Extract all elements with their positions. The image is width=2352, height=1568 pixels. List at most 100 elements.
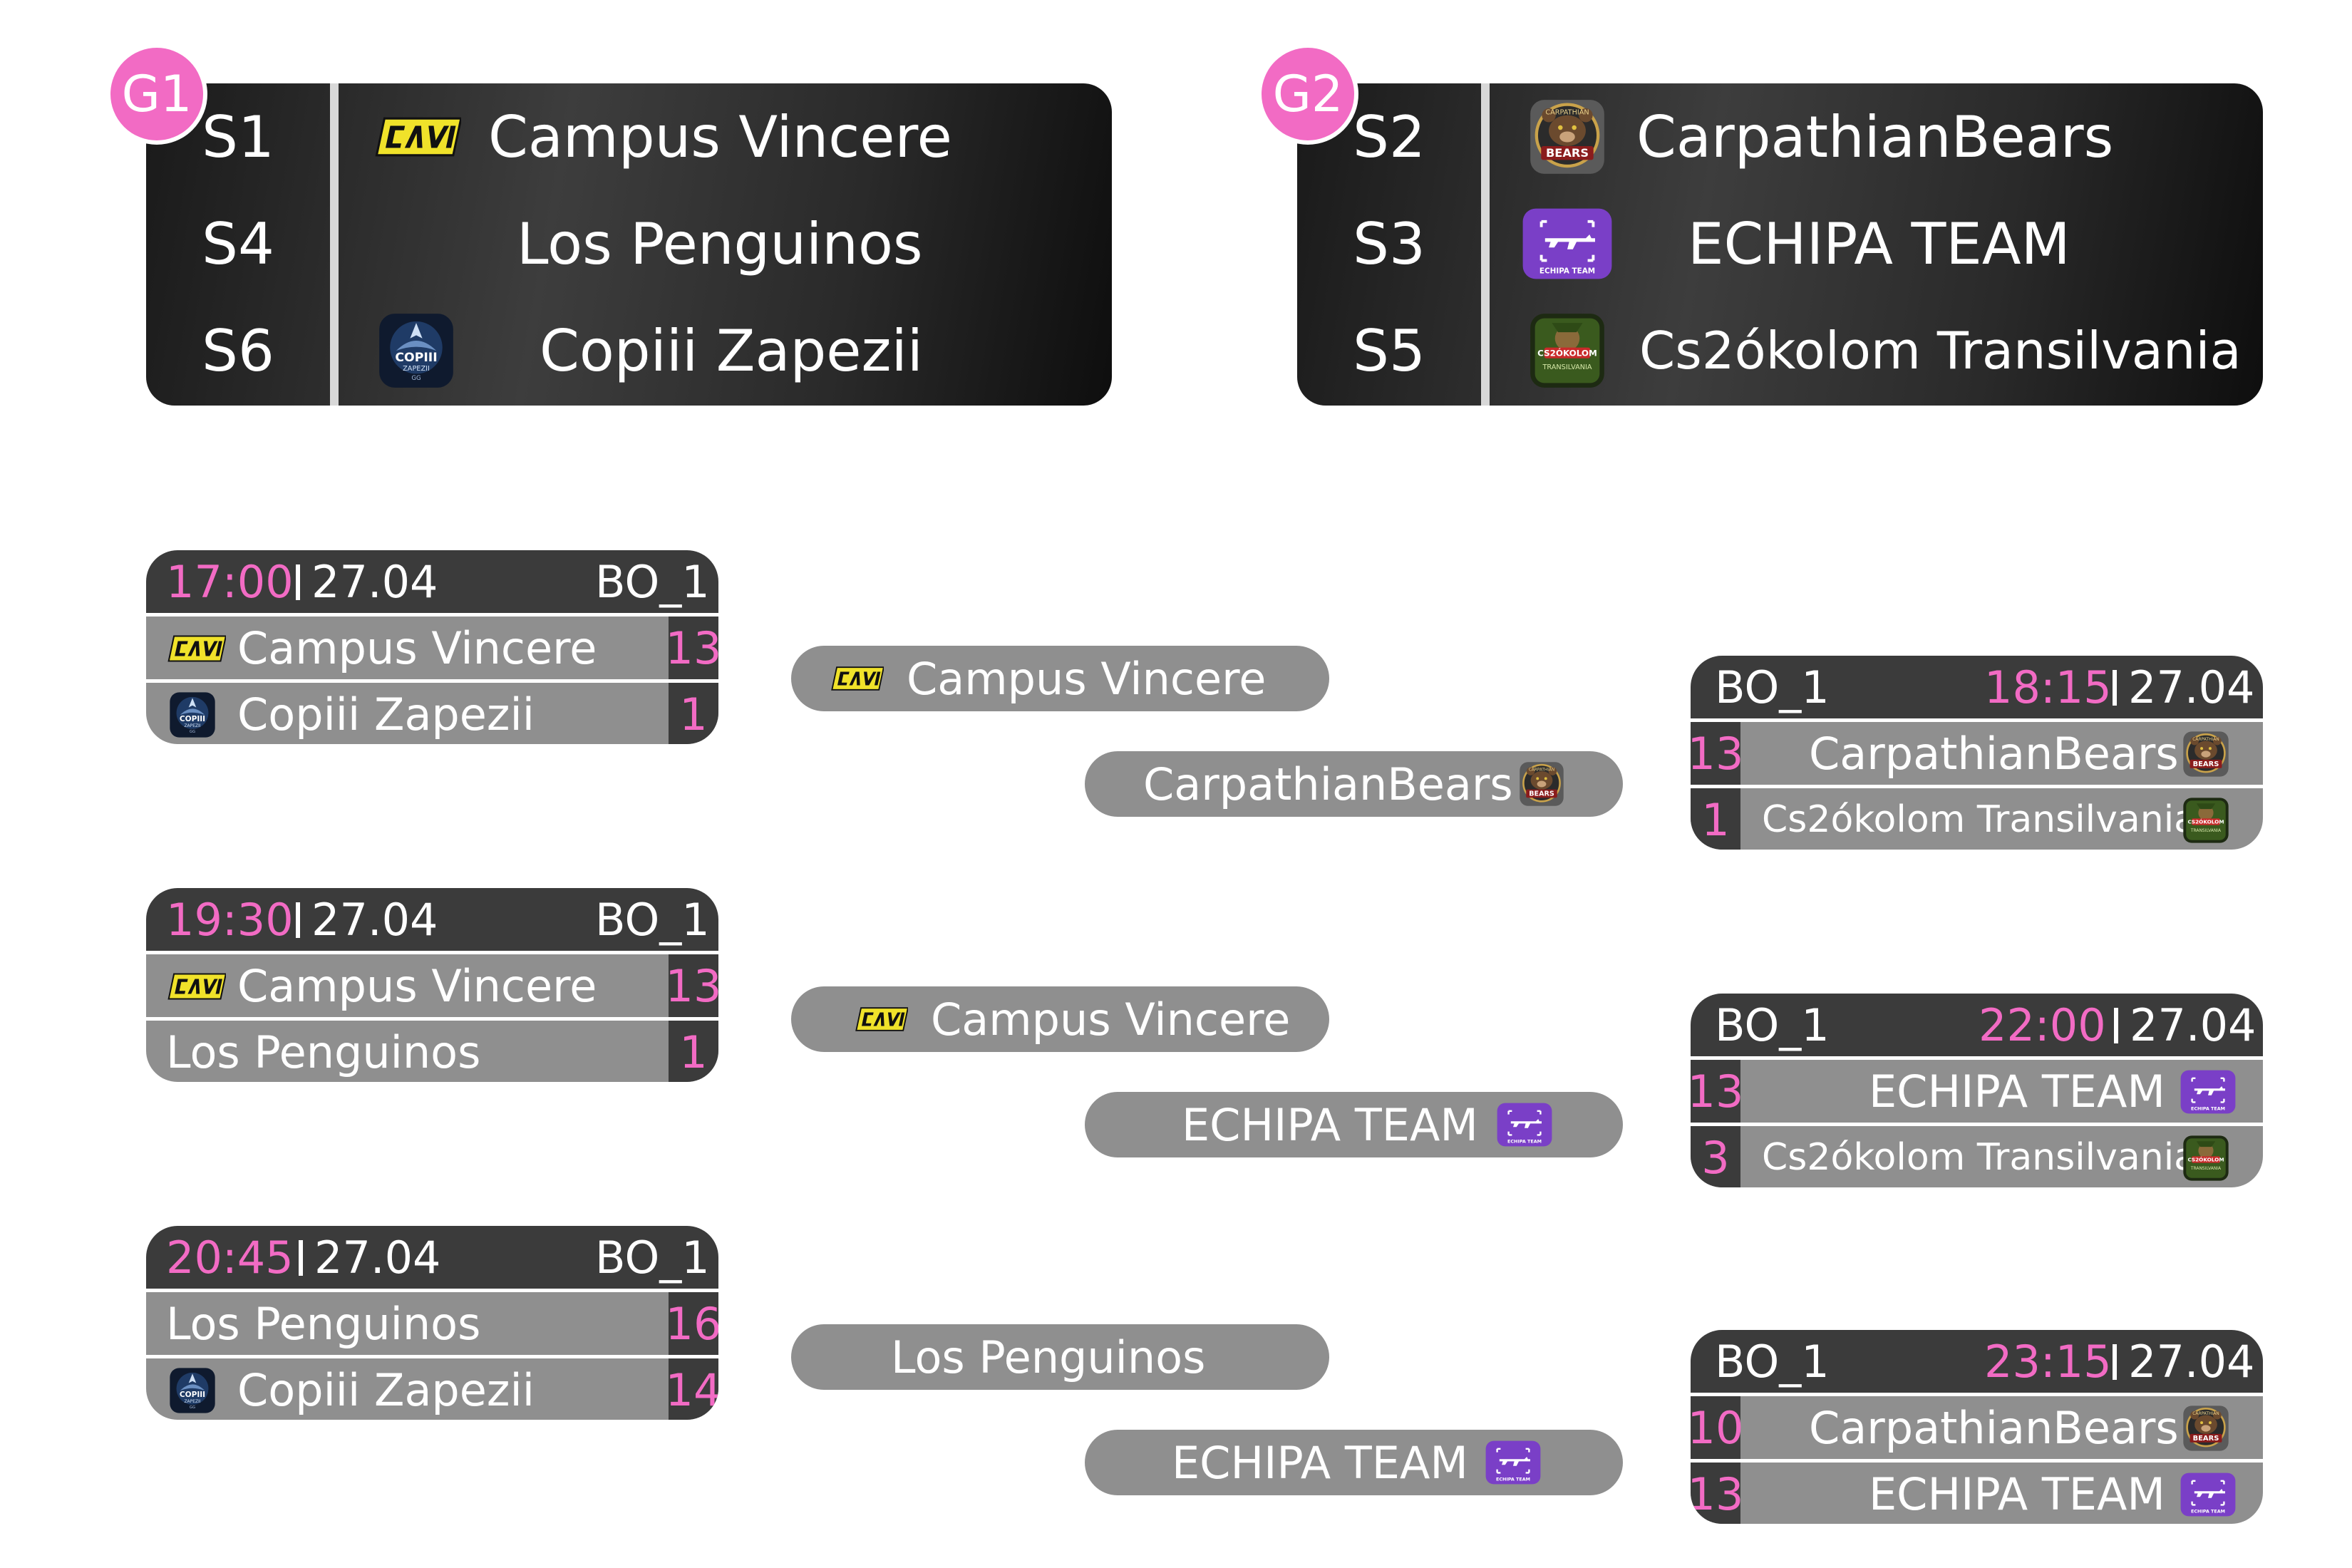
team-name: ECHIPA TEAM [1688,210,2070,277]
svg-text:CARPATHIAN: CARPATHIAN [2192,1411,2219,1416]
team-name: CarpathianBears [1143,758,1513,810]
match-format: BO_1 [1715,1335,1830,1388]
team-row: 13 ECHIPA TEAM ECHIPA TEAM [1691,1060,2263,1123]
team-name: Cs2ókolom Transilvania [1762,1136,2197,1179]
svg-text:COPIII: COPIII [180,1391,205,1399]
group-badge: G2 [1257,43,1358,145]
echipa-logo-icon: ECHIPA TEAM [2180,1069,2237,1115]
team-name: Cs2ókolom Transilvania [1762,798,2197,841]
row-divider [1691,1123,2263,1126]
svg-text:ECHIPA TEAM: ECHIPA TEAM [1507,1139,1542,1145]
row-divider [1691,1393,2263,1396]
match-date: 27.04 [2130,999,2256,1051]
match-format: BO_1 [595,555,710,608]
team-row: 3 Cs2ókolom Transilvania CS2ÓKOLOM TRANS… [1691,1126,2263,1187]
team-name: Los Penguinos [517,210,923,277]
group-panel-bg: S2 CARPATHIAN BEARS CarpathianBears S3 E… [1297,83,2263,406]
svg-text:CARPATHIAN: CARPATHIAN [1529,768,1554,772]
match-card: 19:30 27.04 BO_1 Campus Vincere 13 Los P… [146,888,718,1082]
team-name: ECHIPA TEAM [1182,1098,1478,1151]
group-panel-g2: S2 CARPATHIAN BEARS CarpathianBears S3 E… [1257,43,2263,406]
seed-label: S5 [1353,317,1425,384]
match-format: BO_1 [595,1231,710,1284]
team-row: Los Penguinos 1 [146,1021,718,1082]
match-format: BO_1 [1715,999,1830,1051]
svg-text:ECHIPA TEAM: ECHIPA TEAM [2191,1106,2225,1112]
match-date: 27.04 [311,555,438,608]
team-name: ECHIPA TEAM [1869,1468,2165,1520]
team-score: 1 [669,1021,718,1082]
team-score: 3 [1691,1126,1740,1187]
seed-label: S6 [202,317,274,384]
pairing-right-pill: CarpathianBears CARPATHIAN BEARS [1085,751,1623,817]
team-row: COPIII ZAPEZII GG Copiii Zapezii 14 [146,1358,718,1420]
match-time: 18:15 [1984,661,2112,713]
svg-text:BEARS: BEARS [1546,146,1589,160]
svg-text:TRANSILVANIA: TRANSILVANIA [2190,1166,2222,1171]
team-name: ECHIPA TEAM [1172,1436,1468,1489]
match-date: 27.04 [314,1231,441,1284]
row-divider [146,1289,718,1292]
team-row: Campus Vincere 13 [146,617,718,679]
team-score: 13 [1691,1463,1743,1524]
team-name: Copiii Zapezii [237,1363,535,1416]
svg-text:GG: GG [190,1405,195,1410]
svg-text:ZAPEZII: ZAPEZII [184,723,200,728]
match-card: BO_1 22:00 27.04 13 ECHIPA TEAM ECHIPA T… [1691,994,2263,1187]
group-row: S5 CS2ÓKOLOM TRANSILVANIA Cs2ókolom Tran… [1297,297,2263,404]
navi-logo-icon [166,625,226,672]
svg-text:BEARS: BEARS [2193,1435,2219,1443]
match-date: 27.04 [311,893,438,946]
echipa-logo-icon: ECHIPA TEAM [1492,1102,1557,1147]
team-score: 16 [666,1292,718,1355]
svg-text:GG: GG [411,375,421,382]
match-time: 22:00 [1979,999,2106,1051]
team-name: CarpathianBears [1636,103,2114,170]
group-row: S3 ECHIPA TEAM ECHIPA TEAM [1297,190,2263,297]
team-name: Campus Vincere [237,959,597,1012]
svg-text:ECHIPA TEAM: ECHIPA TEAM [1496,1477,1530,1482]
pairing-right-pill: ECHIPA TEAM ECHIPA TEAM [1085,1430,1623,1495]
team-name: CarpathianBears [1809,727,2179,780]
match-header: BO_1 18:15 27.04 [1691,656,2263,718]
echipa-logo-icon: ECHIPA TEAM [1481,1440,1545,1485]
match-header: 17:00 27.04 BO_1 [146,550,718,613]
pairing-left-pill: Campus Vincere [791,646,1329,711]
echipa-logo-icon: ECHIPA TEAM [2180,1472,2237,1517]
seed-label: S3 [1353,210,1425,277]
pairing-left-pill: Los Penguinos [791,1324,1329,1390]
group-row: S2 CARPATHIAN BEARS CarpathianBears [1297,83,2263,190]
team-name: Los Penguinos [891,1331,1206,1383]
svg-text:BEARS: BEARS [2193,760,2219,768]
copiii-zapezii-logo-icon: COPIII ZAPEZII GG [378,312,455,389]
navi-logo-icon [854,996,908,1042]
match-card: 17:00 27.04 BO_1 Campus Vincere 13 COPII… [146,550,718,744]
bears-logo-icon: CARPATHIAN BEARS [1517,761,1567,807]
team-name: Copiii Zapezii [237,688,535,741]
team-name: Copiii Zapezii [540,317,923,384]
team-row: 1 Cs2ókolom Transilvania CS2ÓKOLOM TRANS… [1691,788,2263,850]
cs2okolom-logo-icon: CS2ÓKOLOM TRANSILVANIA [2182,1135,2229,1182]
team-row: Campus Vincere 13 [146,954,718,1017]
group-panel-bg: S1 Campus Vincere S4 Los Penguinos S6 CO… [146,83,1112,406]
match-time: 20:45 [166,1231,294,1284]
echipa-logo-icon: ECHIPA TEAM [1521,207,1614,281]
match-time: 19:30 [166,893,294,946]
svg-text:ZAPEZII: ZAPEZII [403,365,430,373]
row-divider [146,951,718,954]
match-card: BO_1 18:15 27.04 13 CarpathianBears CARP… [1691,656,2263,850]
team-name: Cs2ókolom Transilvania [1639,321,2242,381]
svg-text:CARPATHIAN: CARPATHIAN [2192,737,2219,742]
team-name: Los Penguinos [166,1026,481,1078]
team-name: ECHIPA TEAM [1869,1065,2165,1118]
bears-logo-icon: CARPATHIAN BEARS [2182,731,2229,778]
svg-text:ZAPEZII: ZAPEZII [184,1399,200,1404]
match-header: BO_1 23:15 27.04 [1691,1330,2263,1393]
match-format: BO_1 [1715,661,1830,713]
group-row: S6 COPIII ZAPEZII GG Copiii Zapezii [146,297,1112,404]
match-card: BO_1 23:15 27.04 10 CarpathianBears CARP… [1691,1330,2263,1524]
team-score: 14 [666,1358,718,1420]
navi-logo-icon [373,98,461,175]
time-date-separator [296,902,300,938]
match-header: BO_1 22:00 27.04 [1691,994,2263,1056]
